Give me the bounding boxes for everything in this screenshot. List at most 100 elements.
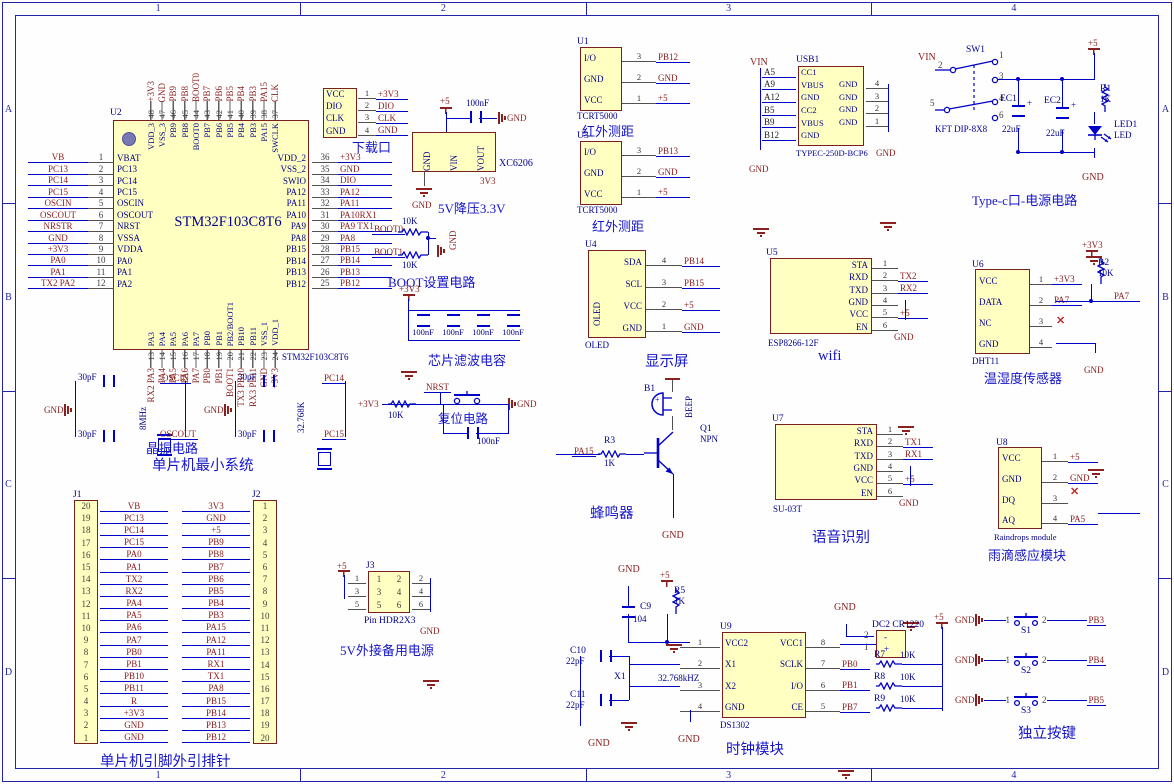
pin-number: 12: [260, 635, 270, 646]
wire: [382, 404, 510, 405]
wire: [609, 700, 629, 701]
wire: [628, 586, 629, 606]
c11-ref: C11: [570, 690, 586, 700]
key-row: GND 1 2 PB4 S2: [955, 640, 1107, 680]
pin-name-row: GND: [976, 333, 1029, 354]
mcu-top-col: PB9: [168, 56, 179, 102]
pin-name-row: SCL: [589, 273, 645, 295]
pin-name: PB4: [236, 123, 247, 138]
pin-name: GND: [853, 463, 874, 474]
net-label: PB4: [236, 86, 247, 102]
pin-name: VCC: [849, 309, 868, 320]
power-bar-icon: [1088, 48, 1100, 55]
gnd-label: GND: [517, 399, 537, 409]
usb-vin: VIN: [750, 57, 768, 68]
wire: [998, 79, 1095, 80]
net-label: PA12: [182, 635, 250, 646]
pin-name: STA: [856, 426, 873, 437]
pin-row: 6 PB1: [806, 675, 870, 697]
pin-name-row: SCLK: [764, 654, 806, 676]
net-label: PB7: [840, 702, 870, 713]
pin-name: GND: [584, 74, 604, 85]
clk-gnd3: GND: [678, 734, 700, 745]
ec2-ref: EC2: [1044, 96, 1061, 106]
gnd-label: GND: [507, 113, 527, 123]
pin-number: 7: [88, 221, 114, 233]
pin-name: GND: [839, 91, 858, 102]
pin-number: 39: [247, 109, 258, 119]
net-label: GND: [100, 732, 168, 744]
resistor-icon: [398, 251, 428, 259]
pin-number: 7: [806, 659, 840, 670]
mcu-left-names: VBAT PC13 PC14 PC15 OSCIN OSCOUT NRST VS…: [117, 152, 153, 289]
pin-number: 14: [260, 659, 270, 670]
mcu-top-num-col: 44: [190, 103, 201, 119]
nrst-net: NRST: [424, 382, 452, 393]
pin-name: RXD: [848, 272, 868, 283]
clk-right-pins: 8 7 PB0 6 PB1 5 PB7: [806, 632, 870, 718]
pin-name: VDD_1: [270, 319, 281, 346]
pin-number: 10: [81, 622, 91, 633]
cap-value: 100nF: [472, 327, 494, 337]
pin-row: 1 +5: [1042, 447, 1098, 468]
j2-ref: J2: [252, 490, 261, 500]
frame-col-label: 2: [301, 2, 587, 15]
usb-right-pins: 4 3 2 1: [866, 78, 888, 128]
wire: [902, 664, 943, 665]
pin-name: BOOT0: [190, 123, 201, 151]
net-row: GND: [100, 732, 168, 744]
net-label: PB0: [840, 659, 870, 670]
wire: [626, 454, 644, 455]
wire: [1056, 343, 1096, 344]
net-label: PC14: [100, 525, 168, 536]
pin-number: 5: [262, 549, 268, 560]
pin-number: 15: [260, 671, 270, 682]
pin-number: 3: [1042, 493, 1068, 504]
mcu-bottom-name-col: PA4: [156, 288, 167, 346]
pin-name: GND: [421, 151, 432, 172]
pin-name: DIO: [326, 101, 342, 112]
mcu-bottom-name-col: PB2/BOOT1: [224, 288, 235, 346]
pin-name: VCC1: [779, 637, 803, 648]
ir2-pins: 3 PB13 2 GND 1 +5: [622, 141, 690, 205]
pin-number-row: 20: [253, 732, 277, 744]
pin-number: 3: [262, 525, 268, 536]
reg-3v3-out: 3V3: [480, 176, 496, 186]
pin-number: 3: [83, 708, 89, 719]
pin-name-row: CLK: [323, 112, 357, 124]
clk-ref: U9: [720, 622, 732, 632]
net-row: +5: [182, 524, 250, 536]
mcu-pin-name-row: PC13: [117, 163, 153, 174]
net-label: TX2: [898, 271, 928, 282]
wire: [1094, 53, 1095, 79]
mcu-ref: U2: [110, 108, 122, 118]
net-label: PA12: [338, 187, 392, 198]
pin-number: 37: [270, 109, 281, 119]
net-label: PB0: [202, 368, 213, 384]
capacitor-icon: [263, 375, 275, 387]
pin-number: 9: [88, 244, 114, 255]
pin-number: 10: [260, 610, 270, 621]
mcu-pin-name-row: SWIO: [234, 175, 306, 186]
pin-name: CC2: [801, 105, 817, 116]
wire: [1056, 301, 1140, 302]
mcu-top-name-col: PB3: [247, 123, 258, 181]
pin-name: PB0: [202, 331, 213, 346]
net-label: PB8: [182, 549, 250, 561]
pin-number-row: 19: [253, 719, 277, 731]
pin-number: 6: [412, 599, 430, 610]
net-row: PC14: [100, 524, 168, 536]
pin-number-row: 19: [74, 512, 98, 524]
dht-part: DHT11: [972, 356, 1000, 366]
mcu-top-num-col: 38: [258, 103, 269, 119]
ground-icon: [974, 654, 984, 666]
filter-cap-row: 100nF 100nF 100nF 100nF: [408, 314, 528, 337]
mcu-bottom-num-col: 22: [247, 352, 258, 367]
ec1-value: 22uF: [1002, 124, 1021, 134]
pin-row: 2 GND: [1042, 468, 1098, 489]
r1-ref: R1: [1100, 84, 1112, 94]
mcu-top-col: PB5: [224, 56, 235, 102]
boot0-net: BOOT0: [372, 224, 405, 235]
